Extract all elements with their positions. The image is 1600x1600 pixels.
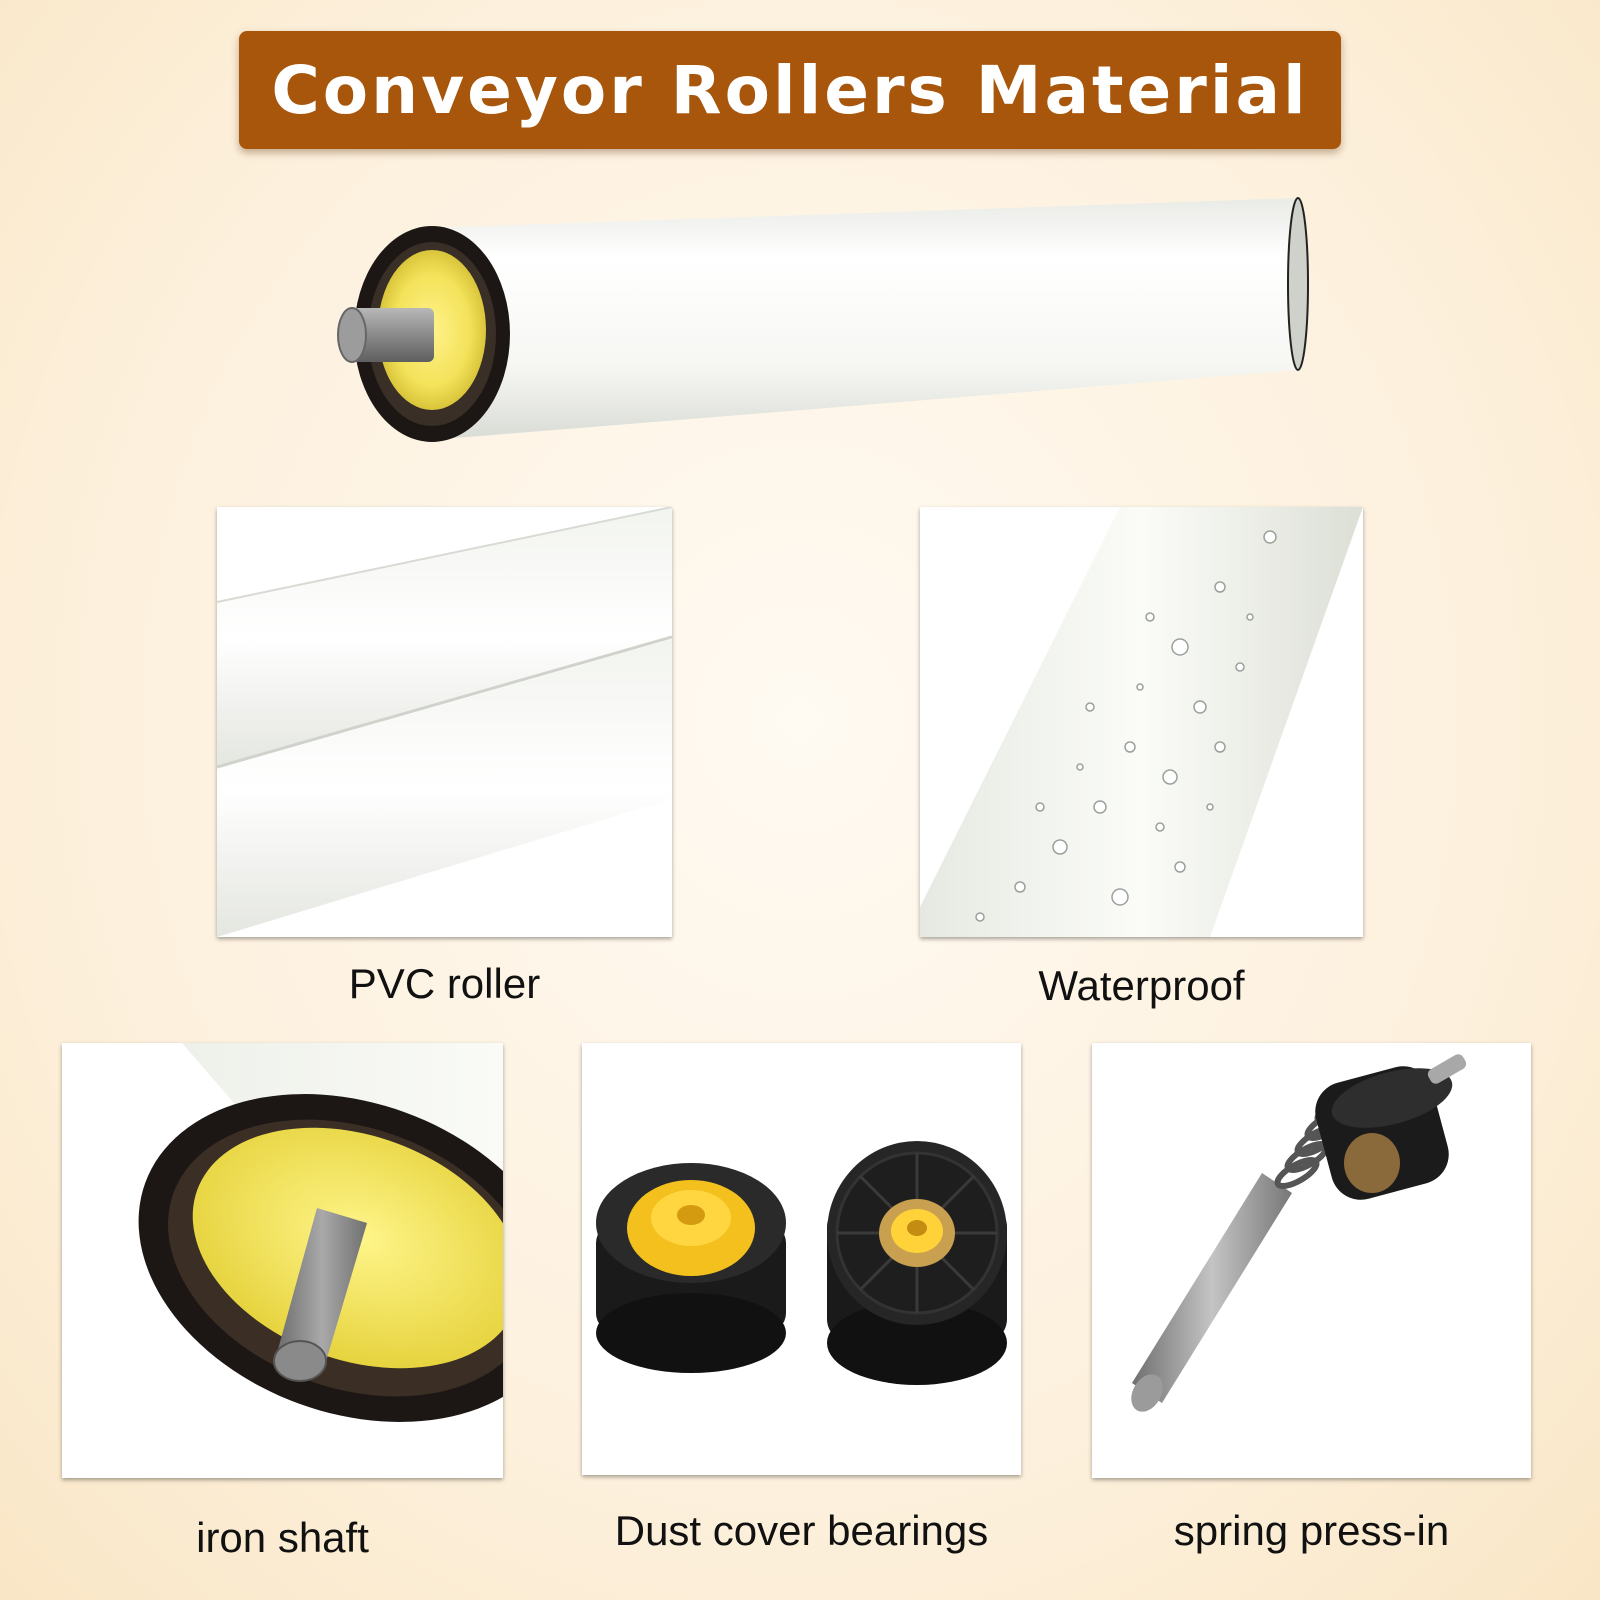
spring-press-in-panel [1092,1043,1531,1478]
spring-press-in-caption: spring press-in [1173,1507,1450,1554]
pvc-roller-caption: PVC roller [348,960,541,1007]
page-title: Conveyor Rollers Material [271,51,1309,129]
dust-cover-bearings-panel [582,1043,1021,1475]
spring-press-in-image [1131,1054,1467,1412]
dust-cover-bearings-image [596,1141,1007,1385]
waterproof-roller-image [920,507,1363,937]
pvc-roller-image [217,507,672,937]
roller-hero-image [337,197,1309,442]
iron-shaft-image [138,1043,503,1422]
waterproof-caption: Waterproof [1038,962,1245,1009]
title-banner: Conveyor Rollers Material [239,31,1341,149]
iron-shaft-panel [62,1043,503,1478]
iron-shaft-caption: iron shaft [196,1514,369,1561]
waterproof-panel [920,507,1363,937]
dust-cover-bearings-caption: Dust cover bearings [614,1507,989,1554]
pvc-roller-panel [217,507,672,937]
